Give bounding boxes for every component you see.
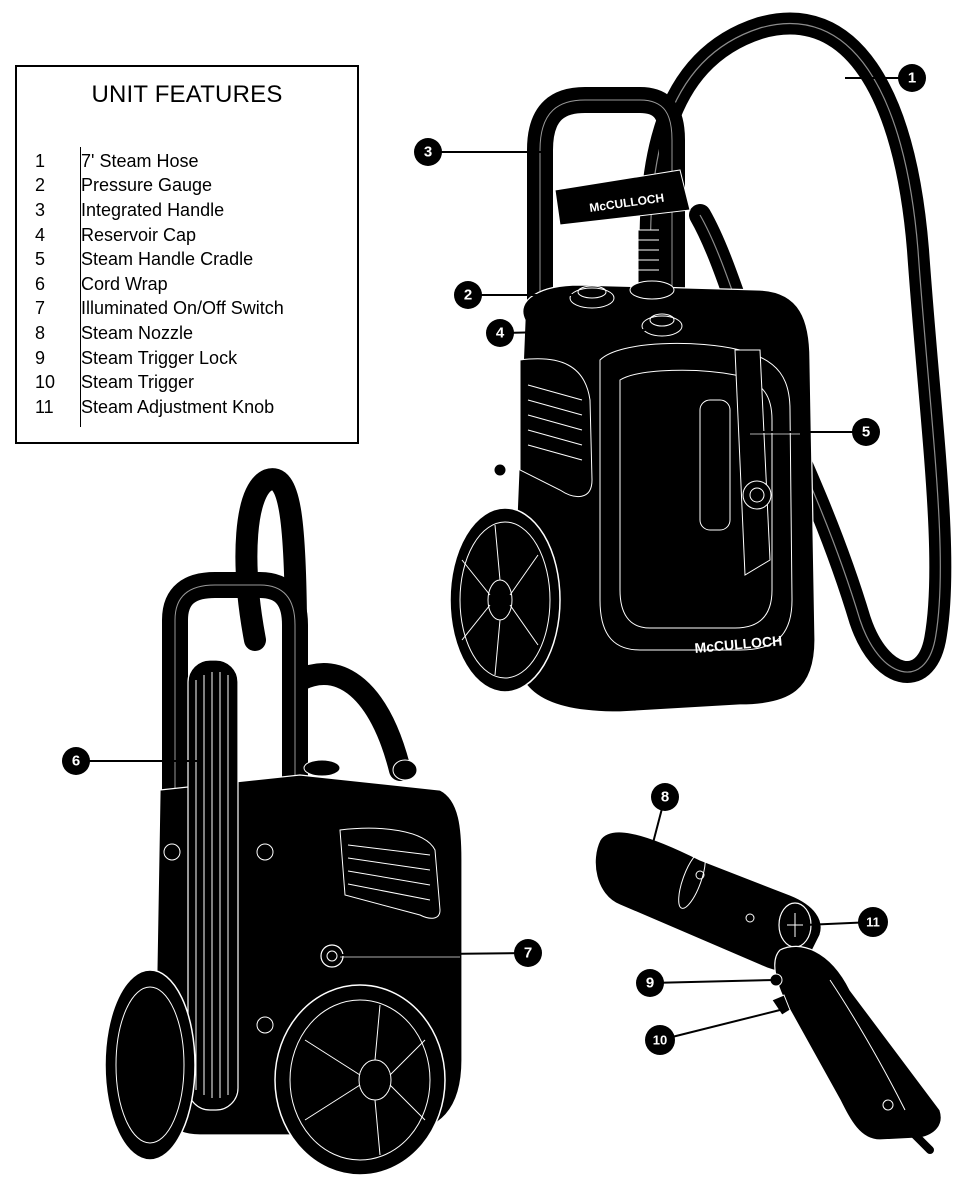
rear-wheel-right [274,984,446,1176]
legend-title: UNIT FEATURES [91,81,283,108]
legend-label: Steam Trigger Lock [81,347,238,368]
leader-lines [76,77,912,1041]
svg-text:2: 2 [464,287,472,304]
callout-2: 2 [454,281,482,309]
svg-text:1: 1 [908,70,916,87]
legend-num: 9 [35,347,46,368]
legend-label: Steam Adjustment Knob [81,396,275,417]
cord-wrap [187,659,239,1111]
handle-logo-band [554,169,691,226]
legend-label: Integrated Handle [81,199,225,220]
legend-item: 2 Pressure Gauge [35,174,284,199]
callout-8: 8 [651,783,679,811]
svg-text:6: 6 [72,753,80,770]
callout-9: 9 [636,969,664,997]
legend-divider [80,147,81,427]
legend-item: 11 Steam Adjustment Knob [35,395,284,420]
legend-label: Reservoir Cap [81,224,197,245]
svg-text:8: 8 [661,789,669,806]
callout-4: 4 [486,319,514,347]
brand-logo-bottom: McCULLOCH [694,632,783,656]
legend-num: 7 [35,298,46,319]
legend-item: 1 7' Steam Hose [35,149,284,174]
legend-label: Cord Wrap [81,273,168,294]
svg-text:3: 3 [424,144,432,161]
callout-3: 3 [414,138,442,166]
front-view-unit: McCULLOCH [449,12,952,713]
callout-10: 10 [645,1025,675,1055]
legend-num: 3 [35,199,46,220]
callout-5: 5 [852,418,880,446]
legend-item: 7 Illuminated On/Off Switch [35,297,284,322]
legend-label: Steam Trigger [81,372,195,393]
steam-nozzle [594,831,822,973]
front-view-wheel [449,507,561,693]
legend-num: 2 [35,175,46,196]
callout-11: 11 [858,907,888,937]
legend-label: 7' Steam Hose [81,150,199,171]
svg-text:9: 9 [646,975,654,992]
steam-wand [594,831,942,1154]
rear-view-unit [104,468,463,1176]
legend-item: 4 Reservoir Cap [35,223,284,248]
callout-1: 1 [898,64,926,92]
legend-num: 8 [35,322,46,343]
legend-label: Steam Handle Cradle [81,249,254,270]
callout-7: 7 [514,939,542,967]
legend-num: 4 [35,224,46,245]
legend-num: 1 [35,150,46,171]
svg-text:10: 10 [653,1033,667,1048]
unit-features-legend: UNIT FEATURES 1 7' Steam Hose 2 Pressure G… [15,65,359,444]
legend-label: Pressure Gauge [81,175,213,196]
svg-text:5: 5 [862,424,870,441]
legend-label: Steam Nozzle [81,322,194,343]
legend-item: 9 Steam Trigger Lock [35,346,284,371]
legend-item: 10 Steam Trigger [35,370,284,395]
svg-text:4: 4 [496,325,505,342]
wand-grip [774,945,942,1141]
legend-num: 11 [35,396,54,417]
legend-item: 3 Integrated Handle [35,198,284,223]
steam-handle-cradle [734,349,771,576]
illuminated-switch [320,944,344,968]
svg-text:7: 7 [524,945,532,962]
legend-num: 5 [35,249,46,270]
callout-markers: 1 2 3 4 5 6 7 8 9 10 11 [62,64,926,1055]
legend-num: 10 [35,372,56,393]
legend-num: 6 [35,273,46,294]
legend-list: 1 7' Steam Hose 2 Pressure Gauge 3 Integrat… [35,149,284,420]
callout-6: 6 [62,747,90,775]
rear-wheel-left [104,969,196,1161]
legend-item: 8 Steam Nozzle [35,321,284,346]
legend-item: 5 Steam Handle Cradle [35,247,284,272]
svg-text:11: 11 [866,915,880,930]
legend-item: 6 Cord Wrap [35,272,284,297]
legend-label: Illuminated On/Off Switch [81,298,284,319]
